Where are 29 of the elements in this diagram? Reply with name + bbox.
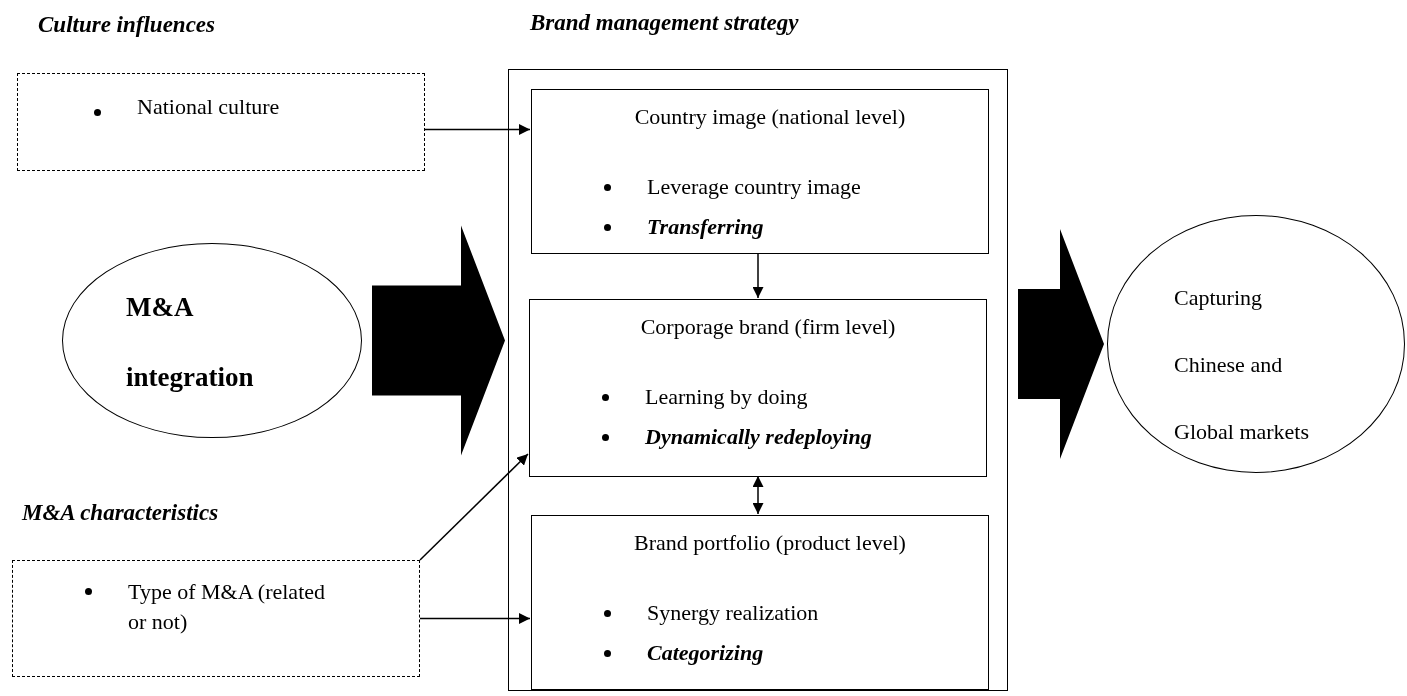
- arrow: [424, 124, 531, 135]
- bullet-text: Transferring: [647, 213, 764, 241]
- ellipse-text: Capturing Chinese and Global markets: [1174, 284, 1311, 446]
- section-heading: Brand management strategy: [530, 10, 799, 35]
- dashed-box: [17, 73, 425, 171]
- ellipse-text: M&A integration: [126, 291, 255, 394]
- box-title: Country image (national level): [633, 103, 907, 131]
- box-title: Corporage brand (firm level): [639, 313, 897, 341]
- double-arrow: [752, 475, 764, 515]
- strategy-box: [531, 89, 989, 254]
- outer-box: [508, 69, 1008, 691]
- arrow: [419, 613, 531, 624]
- bullet-text: Type of M&A (related or not): [128, 578, 326, 636]
- bullet-text: Dynamically redeploying: [645, 423, 872, 451]
- bullet-text: Categorizing: [647, 639, 764, 667]
- bullet-text: Leverage country image: [647, 173, 861, 201]
- strategy-box: [529, 299, 987, 477]
- bullet-text: Synergy realization: [647, 599, 819, 627]
- arrow: [752, 252, 764, 299]
- box-title: Brand portfolio (product level): [633, 529, 907, 557]
- dashed-box: [12, 560, 420, 677]
- bullet-text: National culture: [137, 93, 281, 121]
- strategy-box: [531, 515, 989, 690]
- bullet-text: Learning by doing: [645, 383, 808, 411]
- arrow: [419, 453, 529, 561]
- block-arrow: [372, 225, 505, 456]
- section-heading: M&A characteristics: [22, 500, 219, 525]
- block-arrow: [1018, 229, 1104, 459]
- section-heading: Culture influences: [38, 12, 215, 37]
